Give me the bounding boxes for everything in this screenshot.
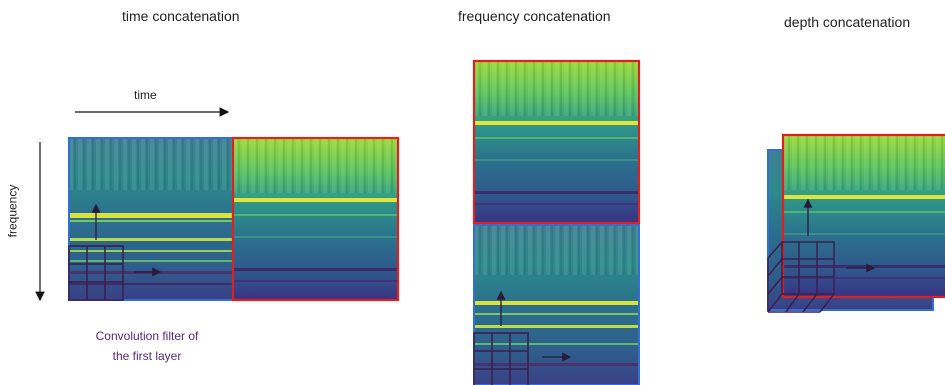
- freq-blue-spectrogram: [473, 224, 640, 385]
- depth-filter-cube: [767, 241, 835, 313]
- filter-caption: Convolution filter of the first layer: [62, 326, 232, 366]
- time-red-spectrogram: [231, 136, 400, 302]
- time-axis-label: time: [134, 88, 157, 102]
- title-frequency-concatenation: frequency concatenation: [458, 8, 611, 24]
- title-time-concatenation: time concatenation: [122, 8, 240, 24]
- depth-red-spectrogram: [781, 133, 945, 299]
- filter-caption-line1: Convolution filter of: [95, 329, 199, 343]
- time-blue-spectrogram: [68, 137, 235, 301]
- freq-red-spectrogram: [472, 59, 641, 225]
- filter-caption-line2: the first layer: [112, 349, 182, 363]
- title-depth-concatenation: depth concatenation: [784, 14, 911, 30]
